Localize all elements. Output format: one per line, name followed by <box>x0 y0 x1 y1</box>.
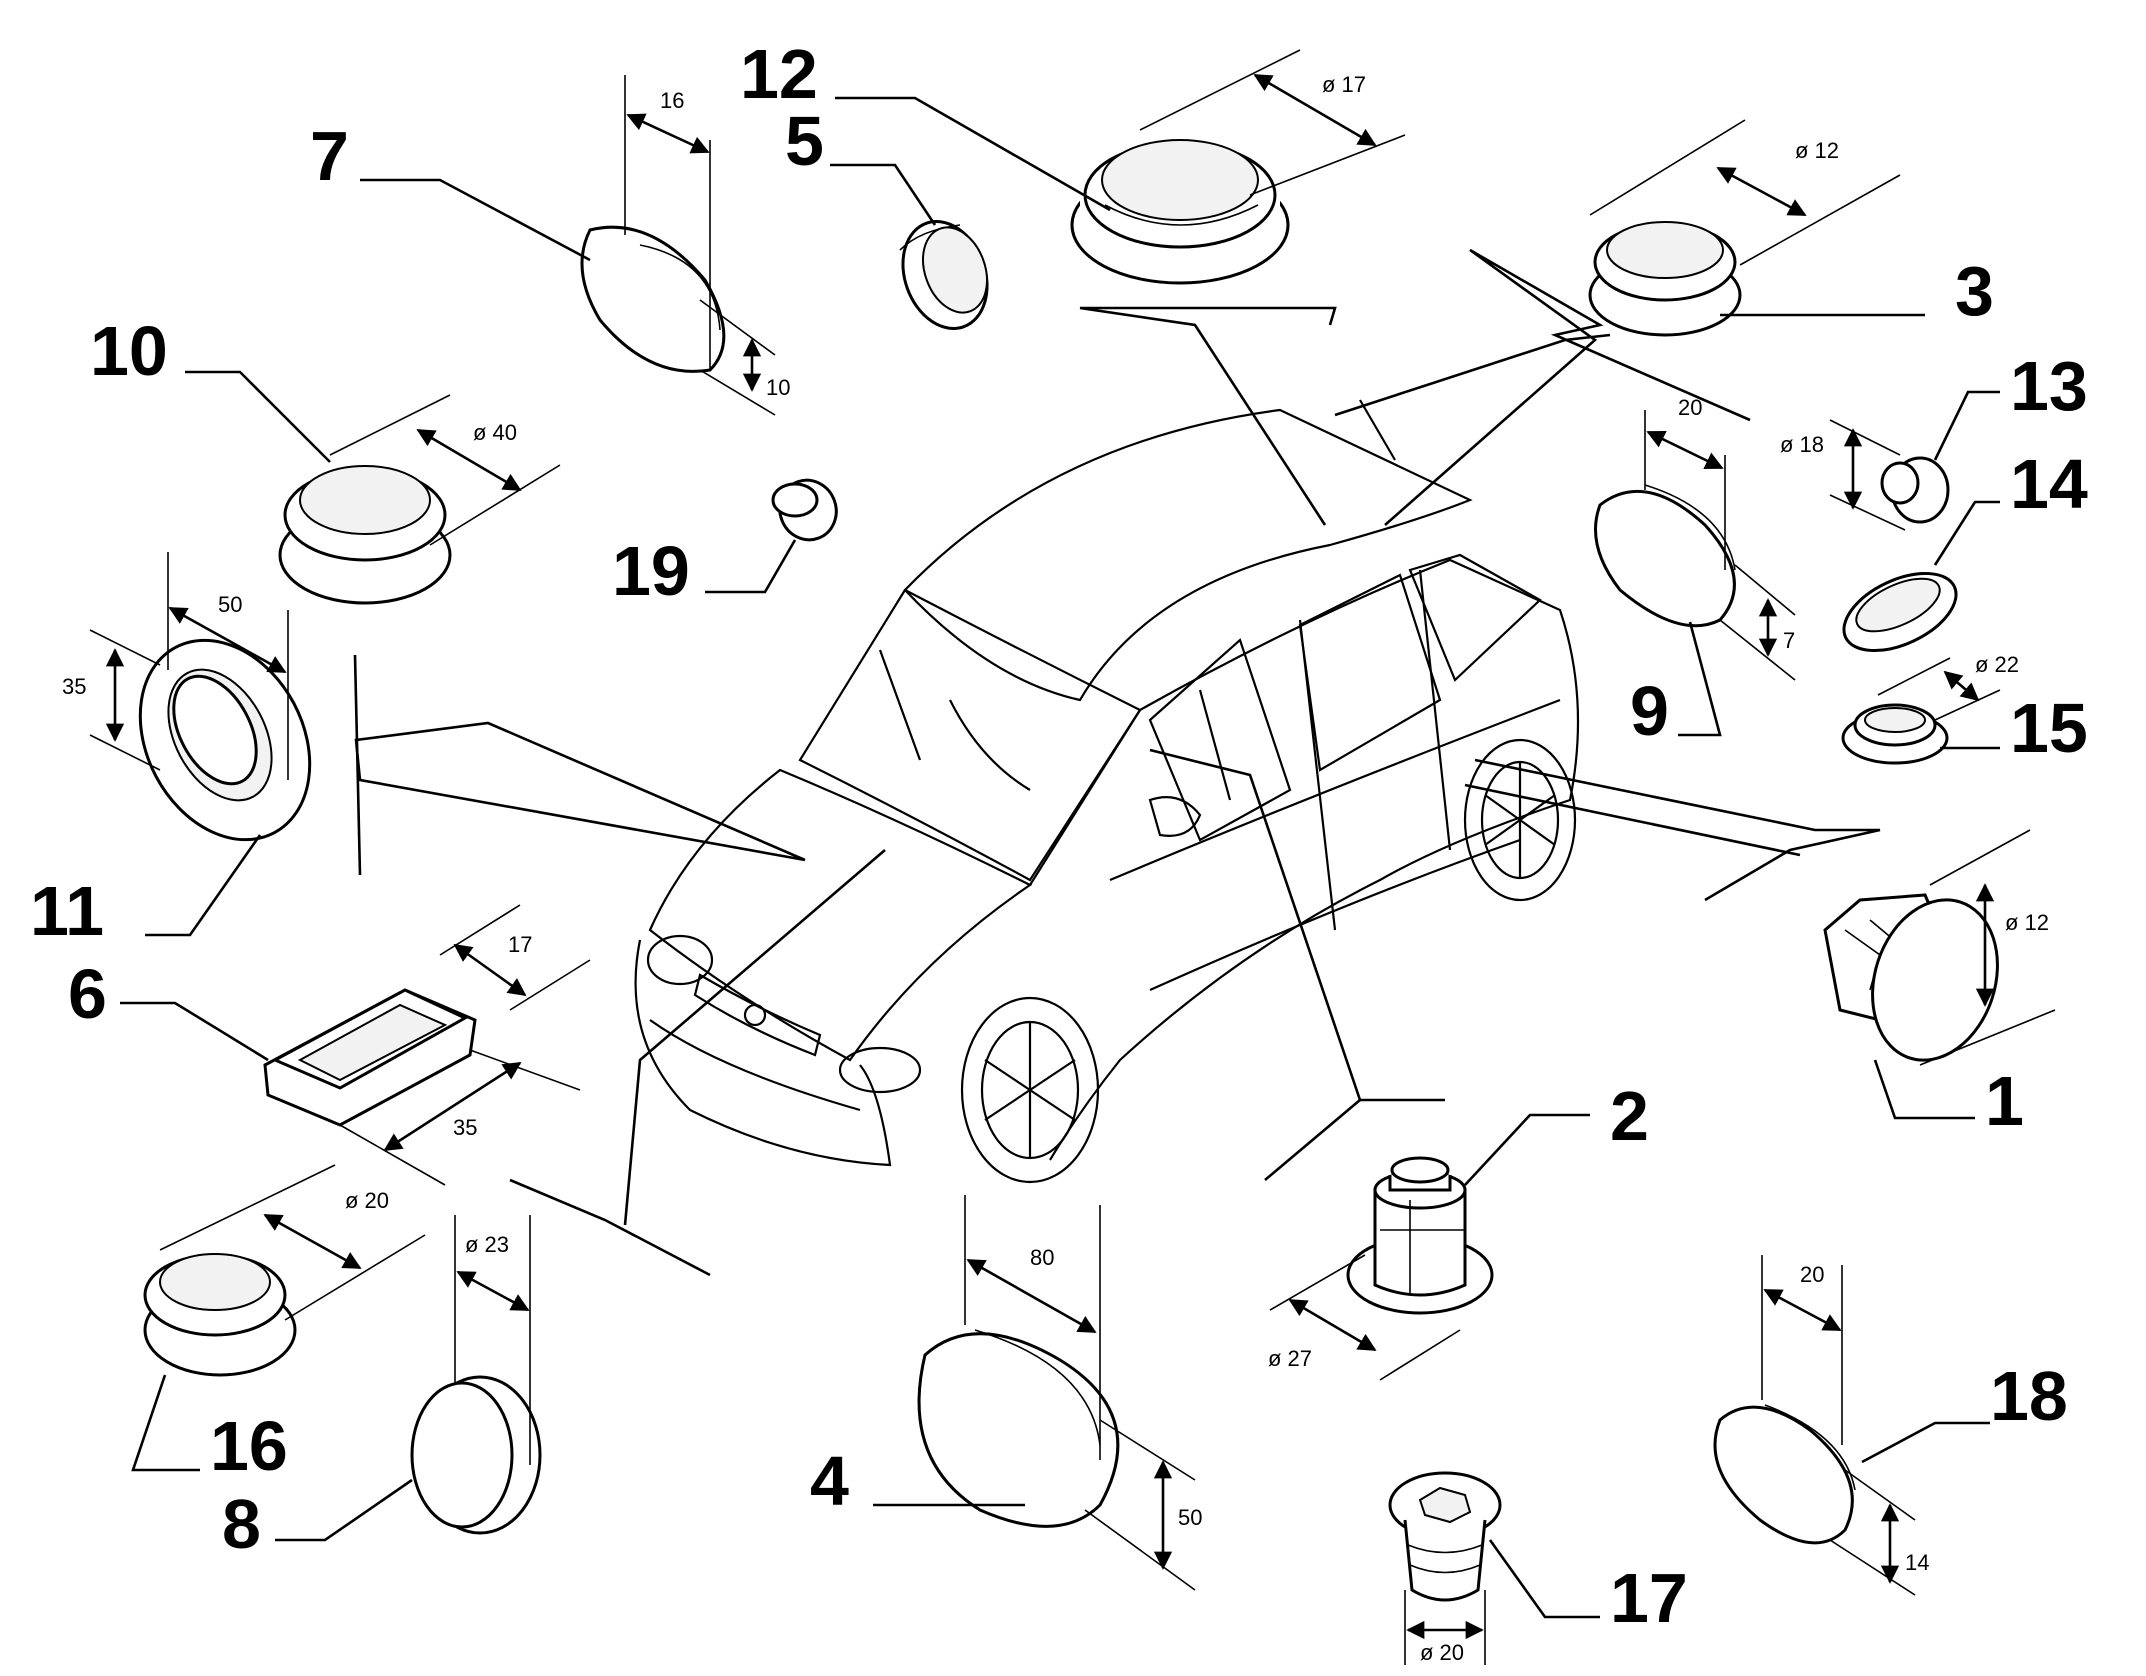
dimension-label: 50 <box>1178 1505 1202 1530</box>
part-1-clip-plug: ø 12 1 <box>1823 829 2056 1140</box>
part-10-grommet: ø 40 10 <box>90 312 561 605</box>
dimension-label: 80 <box>1030 1245 1054 1270</box>
part-3-grommet: ø 12 3 <box>1588 119 1994 337</box>
part-number: 12 <box>740 35 818 113</box>
part-number: 6 <box>68 955 107 1033</box>
part-5-plug: 5 <box>785 102 989 330</box>
part-number: 8 <box>222 1485 261 1563</box>
part-number: 1 <box>1985 1062 2024 1140</box>
dimension-label: ø 12 <box>2005 910 2049 935</box>
dimension-label: ø 27 <box>1268 1346 1312 1371</box>
dimension-label: 50 <box>218 592 242 617</box>
part-4-oval-plug: 80 50 4 <box>810 1195 1202 1591</box>
dimension-label: ø 17 <box>1322 72 1366 97</box>
part-number: 2 <box>1610 1077 1649 1155</box>
part-18-oval-plug: 20 14 18 <box>1713 1255 2068 1596</box>
part-14-oval-plug: 14 <box>1842 445 2088 653</box>
part-7-oval-plug: 16 10 7 <box>310 75 790 416</box>
part-number: 15 <box>2010 689 2088 767</box>
part-17-screw-plug: ø 20 17 <box>1388 1471 1688 1665</box>
dimension-label: 20 <box>1800 1262 1824 1287</box>
dimension-label: ø 20 <box>1420 1640 1464 1665</box>
part-8-round-plug: ø 23 8 <box>222 1215 542 1563</box>
dimension-label: 35 <box>453 1115 477 1140</box>
part-13-plug: ø 18 13 <box>1780 347 2088 531</box>
part-12-grommet: 12 ø 17 <box>740 35 1406 285</box>
part-16-grommet: ø 20 16 <box>131 1164 426 1485</box>
dimension-label: ø 20 <box>345 1188 389 1213</box>
part-6-rectangular-plug: 17 35 6 <box>68 904 591 1186</box>
part-number: 5 <box>785 102 824 180</box>
part-2-push-rivet: ø 27 2 <box>1268 1077 1649 1381</box>
dimension-label: 16 <box>660 88 684 113</box>
dimension-label: 35 <box>62 674 86 699</box>
part-number: 3 <box>1955 252 1994 330</box>
dimension-label: ø 40 <box>473 420 517 445</box>
dimension-label: ø 23 <box>465 1232 509 1257</box>
dimension-label: ø 22 <box>1975 652 2019 677</box>
part-number: 11 <box>30 872 104 950</box>
dimension-label: 10 <box>766 375 790 400</box>
part-11-oval-grommet: 50 35 11 <box>30 552 312 950</box>
dimension-label: 17 <box>508 932 532 957</box>
part-number: 9 <box>1630 672 1669 750</box>
vehicle-outline <box>634 399 1580 1184</box>
part-number: 16 <box>210 1407 288 1485</box>
dimension-label: 7 <box>1783 628 1795 653</box>
part-19-push-plug: 19 <box>612 478 838 610</box>
dimension-label: ø 12 <box>1795 138 1839 163</box>
part-9-oval-plug: 20 7 9 <box>1594 395 1796 750</box>
part-number: 18 <box>1990 1357 2068 1435</box>
dimension-label: 14 <box>1905 1550 1929 1575</box>
part-number: 13 <box>2010 347 2088 425</box>
part-15-grommet: ø 22 15 <box>1841 652 2088 767</box>
part-number: 19 <box>612 532 690 610</box>
part-number: 17 <box>1610 1559 1688 1637</box>
dimension-label: 20 <box>1678 395 1702 420</box>
part-number: 10 <box>90 312 168 390</box>
dimension-label: ø 18 <box>1780 432 1824 457</box>
part-number: 14 <box>2010 445 2088 523</box>
leader-lines <box>353 248 1881 1277</box>
part-number: 4 <box>810 1442 849 1520</box>
part-number: 7 <box>310 117 349 195</box>
